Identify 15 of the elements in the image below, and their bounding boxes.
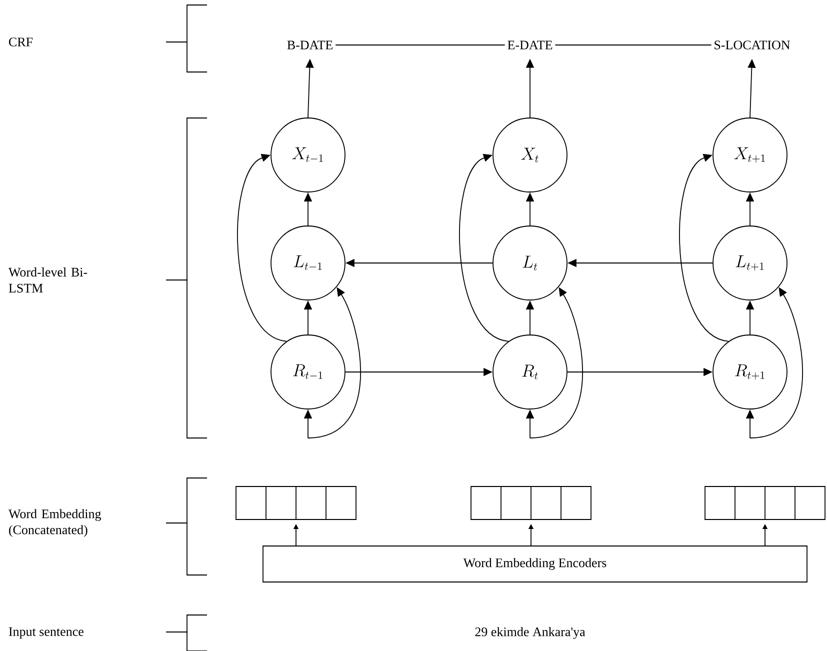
embedding-vector — [236, 486, 356, 520]
side-label: Word-level Bi-LSTM — [8, 267, 88, 293]
embedding-vector — [470, 486, 592, 520]
encoder-box: Word Embedding Encoders — [262, 546, 808, 582]
arrow — [237, 154, 287, 342]
tag-label: B-DATE — [287, 40, 332, 50]
tag-label: S-LOCATION — [714, 40, 790, 50]
embedding-vector — [704, 486, 826, 520]
side-label: Input sentence — [8, 627, 84, 639]
arrow — [679, 154, 729, 342]
side-label: Word Embedding (Concatenated) — [8, 509, 102, 537]
tag-label: E-DATE — [508, 40, 552, 50]
side-label: 29 ekimde Ankara'ya — [475, 627, 586, 639]
side-label: CRF — [8, 38, 33, 46]
arrow — [459, 154, 509, 342]
